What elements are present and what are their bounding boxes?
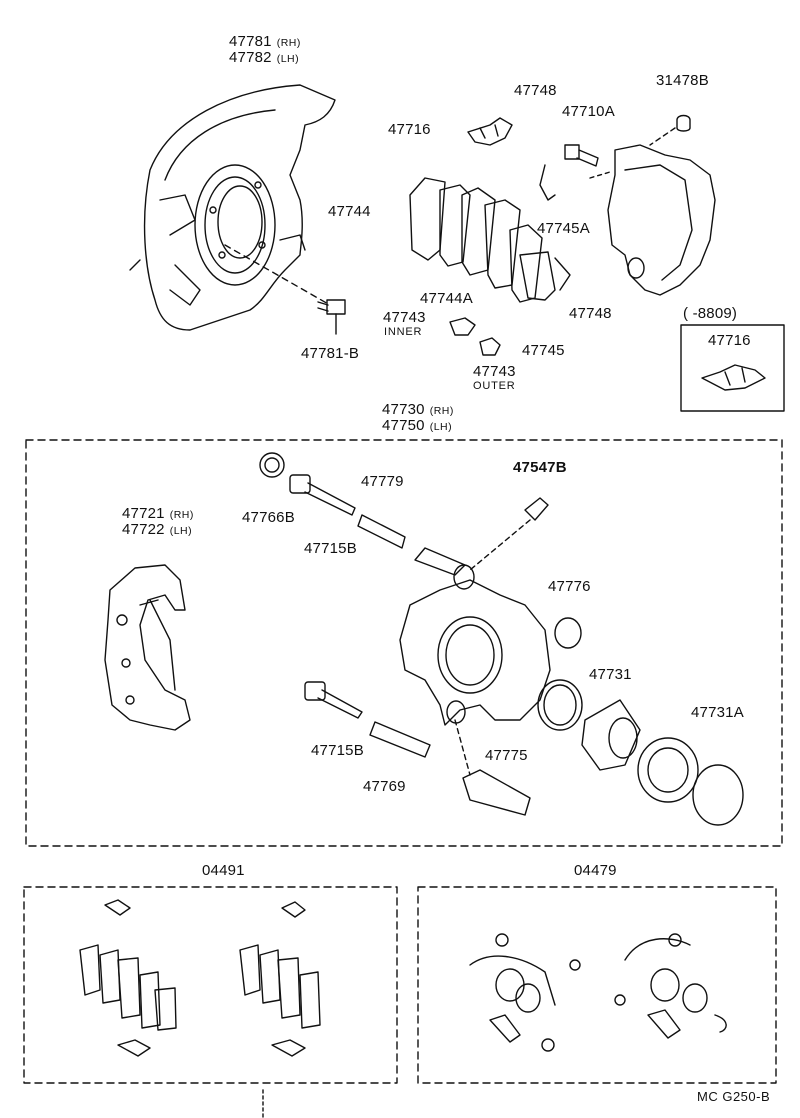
part-47710a[interactable]: 47710A [562,103,615,120]
part-31478b[interactable]: 31478B [656,72,709,89]
diagram-code: MC G250-B [697,1089,771,1104]
kit-04479[interactable]: 04479 [574,862,617,879]
bolt-47781b-illustration [317,299,346,335]
part-47748-bottom[interactable]: 47748 [569,305,612,322]
part-47744a[interactable]: 47744A [420,290,473,307]
part-47775[interactable]: 47775 [485,747,528,764]
caliper-assembly-box [25,439,783,847]
part-47547b[interactable]: 47547B [513,459,567,476]
kit-04491-box [23,886,398,1084]
dust-cover-illustration [129,84,336,331]
pads-illustration [409,177,556,303]
part-47750[interactable]: 47750(LH) [382,417,453,434]
part-47743-outer[interactable]: 47743 [473,363,516,380]
part-47748-top[interactable]: 47748 [514,82,557,99]
part-47781[interactable]: 47781(RH) [229,33,301,50]
caliper-body-illustration [399,547,551,726]
part-47722[interactable]: 47722(LH) [122,521,193,538]
part-47715b-top[interactable]: 47715B [304,540,357,557]
part-47766b[interactable]: 47766B [242,509,295,526]
part-47745[interactable]: 47745 [522,342,565,359]
part-47782[interactable]: 47782(LH) [229,49,300,66]
kit-04491[interactable]: 04491 [202,862,245,879]
bolt-47710a-illustration [564,144,599,167]
part-47730[interactable]: 47730(RH) [382,401,454,418]
part-47779[interactable]: 47779 [361,473,404,490]
part-47715b-bottom[interactable]: 47715B [311,742,364,759]
inset-part-47716[interactable]: 47716 [708,332,751,349]
part-47776[interactable]: 47776 [548,578,591,595]
part-47731[interactable]: 47731 [589,666,632,683]
caliper-mount-illustration [589,144,716,296]
inset-box [680,324,785,412]
outer-caption: OUTER [473,380,516,392]
part-47721[interactable]: 47721(RH) [122,505,194,522]
part-47745a[interactable]: 47745A [537,220,590,237]
inset-date-range: ( -8809) [683,305,738,322]
part-47731a[interactable]: 47731A [691,704,744,721]
inner-caption: INNER [384,326,423,338]
part-47743-inner[interactable]: 47743 [383,309,426,326]
part-47781b[interactable]: 47781-B [301,345,360,362]
torque-plate-illustration [104,564,191,731]
kit-04479-box [417,886,777,1084]
part-47744[interactable]: 47744 [328,203,371,220]
anti-squeal-clip-illustration [467,117,513,146]
part-47769[interactable]: 47769 [363,778,406,795]
part-47716[interactable]: 47716 [388,121,431,138]
